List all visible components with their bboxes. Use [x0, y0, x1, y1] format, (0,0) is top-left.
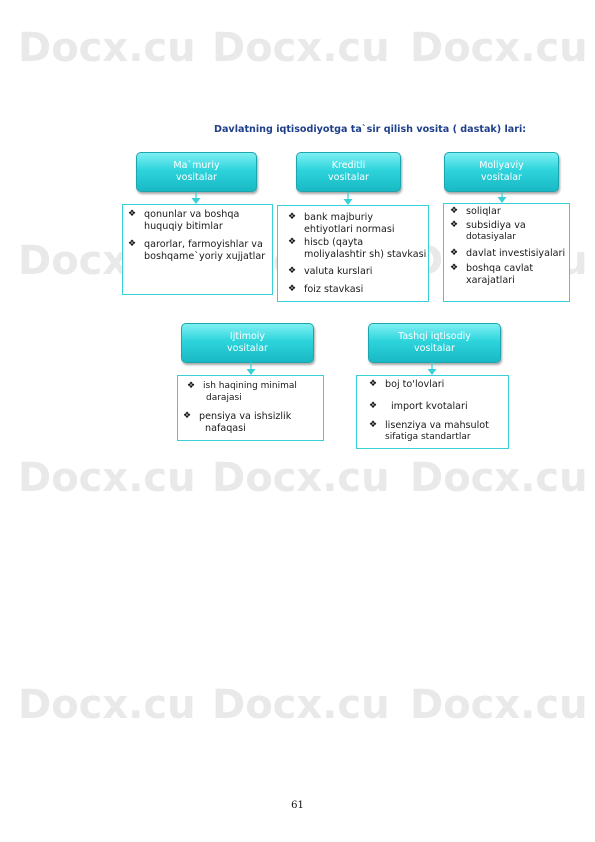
- bullet-diamond-icon: ❖: [288, 284, 297, 294]
- item-text: import kvotalari: [391, 401, 468, 412]
- list-box-foreign-economic: ❖ boj to'lovlari ❖ import kvotalari ❖ li…: [356, 375, 509, 449]
- watermark-text: Docx.cu: [18, 455, 196, 501]
- bullet-diamond-icon: ❖: [288, 212, 297, 222]
- list-item: ❖ davlat investisiyalari: [450, 248, 565, 260]
- heading-line: vositalar: [414, 343, 455, 354]
- item-text: huquqiy bitimlar: [144, 220, 223, 232]
- list-box-social: ❖ ish haqining minimal darajasi ❖ pensiy…: [177, 375, 324, 441]
- item-text: ehtiyotlari normasi: [304, 223, 395, 235]
- heading-line: vositalar: [481, 172, 522, 183]
- bullet-diamond-icon: ❖: [450, 263, 459, 273]
- heading-financial: Moliyaviy vositalar: [444, 152, 559, 192]
- list-item: ❖ boj to'lovlari: [369, 379, 444, 391]
- item-text: nafaqasi: [205, 422, 246, 434]
- item-text: lisenziya va mahsulot: [385, 420, 489, 431]
- bullet-diamond-icon: ❖: [288, 266, 297, 276]
- heading-social: Ijtimoiy vositalar: [181, 323, 314, 363]
- arrow-down-icon: [246, 362, 256, 375]
- heading-line: vositalar: [328, 172, 369, 183]
- watermark-text: Docx.cu: [410, 455, 588, 501]
- list-item: ❖ boshqa cavlat xarajatlari: [450, 263, 533, 286]
- heading-line: Moliyaviy: [479, 160, 524, 171]
- bullet-diamond-icon: ❖: [128, 239, 137, 249]
- item-text: ish haqining minimal: [203, 381, 297, 391]
- list-box-credit: ❖ bank majburiy ehtiyotlari normasi ❖ hi…: [277, 205, 429, 302]
- watermark-text: Docx.cu: [212, 455, 390, 501]
- page-number: 61: [291, 800, 304, 811]
- list-item: ❖ lisenziya va mahsulot sifatiga standar…: [369, 420, 489, 443]
- bullet-diamond-icon: ❖: [288, 237, 297, 247]
- heading-foreign-economic: Tashqi iqtisodiy vositalar: [368, 323, 501, 363]
- bullet-diamond-icon: ❖: [369, 420, 378, 430]
- bullet-diamond-icon: ❖: [369, 401, 378, 411]
- list-box-financial: ❖ soliqlar ❖ subsidiya va dotasiyalar ❖ …: [443, 203, 570, 302]
- item-text: soliqlar: [466, 206, 501, 217]
- arrow-down-icon: [497, 192, 507, 203]
- heading-line: Tashqi iqtisodiy: [398, 331, 471, 342]
- heading-line: vositalar: [227, 343, 268, 354]
- watermark-text: Docx.cu: [212, 25, 390, 71]
- item-text: xarajatlari: [466, 274, 515, 286]
- list-item: ❖ ish haqining minimal darajasi: [187, 381, 297, 404]
- diagram-title: Davlatning iqtisodiyotga ta`sir qilish v…: [214, 124, 527, 135]
- bullet-diamond-icon: ❖: [183, 411, 192, 421]
- list-item: ❖ subsidiya va dotasiyalar: [450, 220, 526, 243]
- arrow-down-icon: [343, 192, 353, 205]
- heading-credit: Kreditli vositalar: [296, 152, 401, 192]
- bullet-diamond-icon: ❖: [369, 379, 378, 389]
- list-item: ❖ pensiya va ishsizlik nafaqasi: [183, 411, 291, 434]
- list-item: ❖ valuta kurslari: [288, 266, 372, 278]
- list-item: ❖ soliqlar: [450, 206, 501, 218]
- bullet-diamond-icon: ❖: [128, 209, 137, 219]
- list-item: ❖ qarorlar, farmoyishlar va boshqame`yor…: [128, 239, 265, 262]
- item-text: pensiya va ishsizlik: [199, 411, 292, 422]
- list-item: ❖ qonunlar va boshqa huquqiy bitimlar: [128, 209, 239, 232]
- item-text: dotasiyalar: [466, 231, 517, 242]
- watermark-text: Docx.cu: [18, 25, 196, 71]
- item-text: subsidiya va: [466, 220, 526, 231]
- item-text: qonunlar va boshqa: [144, 209, 240, 220]
- list-box-administrative: ❖ qonunlar va boshqa huquqiy bitimlar ❖ …: [122, 204, 273, 295]
- list-item: ❖ bank majburiy ehtiyotlari normasi: [288, 212, 395, 235]
- bullet-diamond-icon: ❖: [187, 381, 196, 391]
- item-text: sifatiga standartlar: [385, 431, 471, 442]
- heading-line: Kreditli: [331, 160, 366, 171]
- watermark-text: Docx.cu: [212, 682, 390, 728]
- watermark-text: Docx.cu: [410, 682, 588, 728]
- list-item: ❖ foiz stavkasi: [288, 284, 363, 296]
- item-text: qarorlar, farmoyishlar va: [144, 239, 263, 250]
- bullet-diamond-icon: ❖: [450, 248, 459, 258]
- list-item: ❖ import kvotalari: [369, 401, 468, 413]
- item-text: davlat investisiyalari: [466, 248, 566, 259]
- heading-line: vositalar: [176, 172, 217, 183]
- item-text: boshqa cavlat: [466, 263, 534, 274]
- item-text: valuta kurslari: [304, 266, 373, 277]
- item-text: hiscb (qayta: [304, 237, 364, 248]
- arrow-down-icon: [191, 192, 201, 204]
- list-item: ❖ hiscb (qayta moliyalashtir sh) stavkas…: [288, 237, 426, 260]
- item-text: darajasi: [206, 392, 242, 403]
- item-text: boj to'lovlari: [385, 379, 445, 390]
- heading-administrative: Ma`muriy vositalar: [136, 152, 257, 192]
- bullet-diamond-icon: ❖: [450, 220, 459, 230]
- watermark-text: Docx.cu: [18, 682, 196, 728]
- bullet-diamond-icon: ❖: [450, 206, 459, 216]
- item-text: foiz stavkasi: [304, 284, 364, 295]
- item-text: boshqame`yoriy xujjatlar: [144, 250, 266, 262]
- arrow-down-icon: [427, 362, 437, 375]
- heading-line: Ijtimoiy: [229, 331, 266, 342]
- heading-line: Ma`muriy: [173, 160, 220, 171]
- watermark-text: Docx.cu: [410, 25, 588, 71]
- item-text: bank majburiy: [304, 212, 374, 223]
- item-text: moliyalashtir sh) stavkasi: [304, 248, 427, 260]
